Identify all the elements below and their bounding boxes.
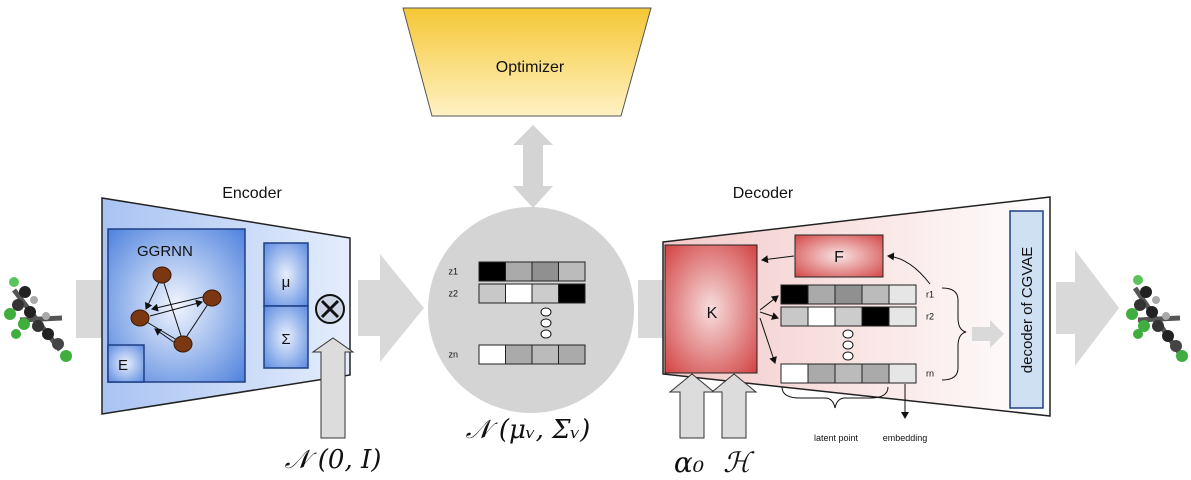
output-molecule-icon [1126, 275, 1188, 362]
matrix-cell [861, 363, 890, 384]
e-box [107, 344, 145, 383]
alpha-label: α₀ [674, 446, 704, 479]
row-label: r2 [926, 312, 934, 322]
matrix-row: z1 [448, 261, 586, 282]
multiply-icon [315, 294, 345, 324]
matrix-cell [478, 283, 506, 304]
latent-ellipsis [540, 307, 552, 339]
graph-icon [130, 266, 222, 353]
optimizer-latent-arrow [513, 125, 553, 208]
noise-distribution-label: 𝒩 (0, I) [285, 445, 382, 475]
matrix-cell [558, 344, 586, 365]
matrix-cell [807, 363, 836, 384]
optimizer-block [402, 7, 652, 117]
matrix-cell [478, 344, 506, 365]
matrix-cell [531, 344, 559, 365]
ggrnn-label: GGRNN [137, 243, 193, 260]
matrix-cell [834, 284, 863, 305]
e-label: E [118, 357, 128, 374]
optimizer-label: Optimizer [496, 59, 565, 76]
alpha-arrow [668, 373, 716, 439]
k-label: K [707, 305, 718, 322]
decoder-rows: r1 r2 rn [780, 284, 934, 384]
matrix-row: rn [780, 363, 934, 384]
matrix-cell [807, 306, 836, 327]
matrix-cell [558, 283, 586, 304]
matrix-row: z2 [448, 283, 586, 304]
input-molecule-icon [4, 277, 72, 362]
row-label: rn [926, 369, 934, 379]
matrix-cell [807, 284, 836, 305]
row-label: zn [448, 350, 458, 360]
matrix-row: zn [448, 344, 586, 365]
sigma-box [263, 305, 309, 369]
matrix-cell [780, 363, 809, 384]
row-label: r1 [926, 290, 934, 300]
embedding-to-cgvae-arrow [972, 320, 1004, 348]
matrix-cell [505, 283, 533, 304]
encoder-to-latent-arrow [358, 254, 424, 362]
decoder-title: Decoder [733, 185, 794, 202]
encoder-title: Encoder [222, 185, 282, 202]
f-box [794, 234, 884, 278]
row-label: z1 [448, 267, 458, 277]
matrix-cell [505, 344, 533, 365]
decoder-to-output-arrow [1056, 250, 1119, 366]
sigma-label: Σ [281, 331, 290, 348]
matrix-cell [478, 261, 506, 282]
matrix-cell [531, 261, 559, 282]
f-label: F [834, 249, 844, 266]
h-arrow [710, 373, 758, 439]
mu-box [263, 242, 309, 307]
h-label: ℋ [723, 446, 755, 479]
embedding-label: embedding [883, 433, 928, 443]
matrix-cell [780, 284, 809, 305]
latent-rows: z1 z2 zn [448, 261, 586, 365]
row-label: z2 [448, 289, 458, 299]
matrix-cell [888, 306, 917, 327]
matrix-cell [780, 306, 809, 327]
decoder-connectors [759, 252, 967, 419]
matrix-cell [888, 284, 917, 305]
latent-point-label: latent point [814, 433, 859, 443]
mu-label: μ [282, 274, 291, 291]
matrix-cell [531, 283, 559, 304]
cgvae-label: decoder of CGVAE [1019, 247, 1036, 373]
matrix-cell [861, 284, 890, 305]
matrix-row: r1 [780, 284, 934, 305]
noise-arrow [311, 337, 355, 439]
matrix-row: r2 [780, 306, 934, 327]
matrix-cell [558, 261, 586, 282]
latent-space-circle [428, 207, 634, 413]
k-box [664, 244, 758, 374]
matrix-cell [834, 363, 863, 384]
latent-distribution-label: 𝒩 (μᵥ, Σᵥ) [466, 415, 591, 445]
cgvae-decoder-box [1009, 210, 1044, 409]
matrix-cell [861, 306, 890, 327]
matrix-cell [505, 261, 533, 282]
matrix-cell [888, 363, 917, 384]
matrix-cell [834, 306, 863, 327]
decoder-ellipsis [842, 329, 854, 361]
